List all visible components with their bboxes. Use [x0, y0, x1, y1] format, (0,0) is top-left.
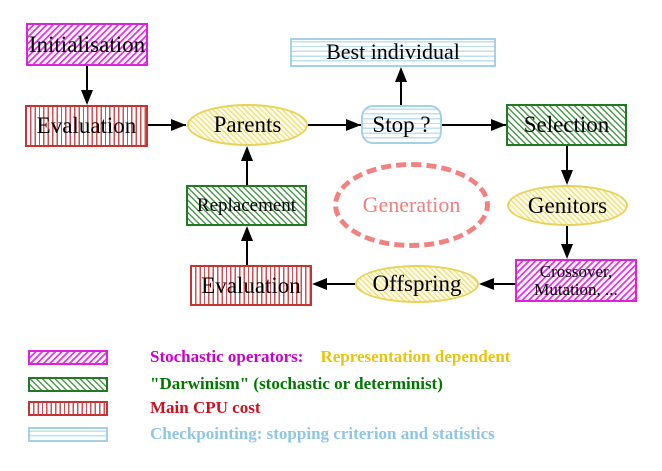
legend-label-stochastic-text: Stochastic operators:	[150, 347, 304, 366]
legend-swatch-checkpointing	[28, 426, 108, 442]
arrowhead-right-icon	[171, 119, 186, 131]
arrowhead-right-icon	[491, 119, 506, 131]
legend-label-cpu: Main CPU cost	[150, 398, 261, 417]
arrowhead-left-icon	[479, 278, 494, 290]
arrowhead-right-icon	[346, 119, 361, 131]
legend-label-gap	[303, 347, 320, 366]
legend-row-darwinism: "Darwinism" (stochastic or determinist)	[28, 374, 443, 394]
legend-row-cpu: Main CPU cost	[28, 398, 260, 418]
legend-swatch-darwinism	[28, 376, 108, 392]
arrow-line	[308, 124, 361, 126]
arrow-line	[148, 124, 186, 126]
legend-row-stochastic: Stochastic operators: Representation dep…	[28, 347, 510, 367]
arrowhead-up-icon	[241, 146, 253, 161]
node-selection: Selection	[506, 104, 627, 146]
node-stop: Stop ?	[361, 105, 442, 144]
arrow-line	[86, 66, 88, 91]
arrowhead-down-icon	[81, 90, 93, 105]
crossover-line2: Mutation, ...	[534, 279, 618, 299]
node-replacement: Replacement	[186, 185, 307, 226]
node-offspring: Offspring	[355, 265, 479, 303]
node-initialisation: Initialisation	[26, 23, 148, 66]
arrow-line	[246, 160, 248, 185]
arrowhead-down-icon	[561, 170, 573, 185]
arrowhead-up-icon	[395, 67, 407, 82]
node-parents: Parents	[187, 104, 308, 146]
node-evaluation-bottom: Evaluation	[190, 265, 312, 306]
arrow-line	[494, 283, 515, 285]
legend-label-checkpointing: Checkpointing: stopping criterion and st…	[150, 424, 495, 443]
arrowhead-up-icon	[241, 226, 253, 241]
node-best-individual: Best individual	[290, 38, 496, 67]
arrowhead-down-icon	[561, 244, 573, 259]
arrowhead-left-icon	[312, 278, 327, 290]
node-genitors: Genitors	[507, 185, 628, 226]
legend-row-checkpointing: Checkpointing: stopping criterion and st…	[28, 424, 495, 444]
legend-swatch-stochastic	[28, 349, 108, 365]
node-crossover-mutation: Crossover, Mutation, ...	[515, 259, 637, 302]
legend-label-representation-text: Representation dependent	[320, 347, 511, 366]
arrow-line	[246, 240, 248, 265]
arrow-line	[442, 124, 506, 126]
arrow-line	[566, 226, 568, 245]
arrow-line	[327, 283, 355, 285]
arrow-line	[400, 78, 402, 105]
crossover-line1: Crossover,	[539, 262, 613, 282]
legend-label-darwinism: "Darwinism" (stochastic or determinist)	[150, 374, 443, 393]
node-evaluation-top: Evaluation	[25, 105, 148, 147]
legend-label-stochastic: Stochastic operators: Representation dep…	[150, 347, 510, 367]
generation-loop-ellipse: Generation	[333, 162, 490, 248]
arrow-line	[566, 146, 568, 171]
legend-swatch-cpu	[28, 400, 108, 416]
